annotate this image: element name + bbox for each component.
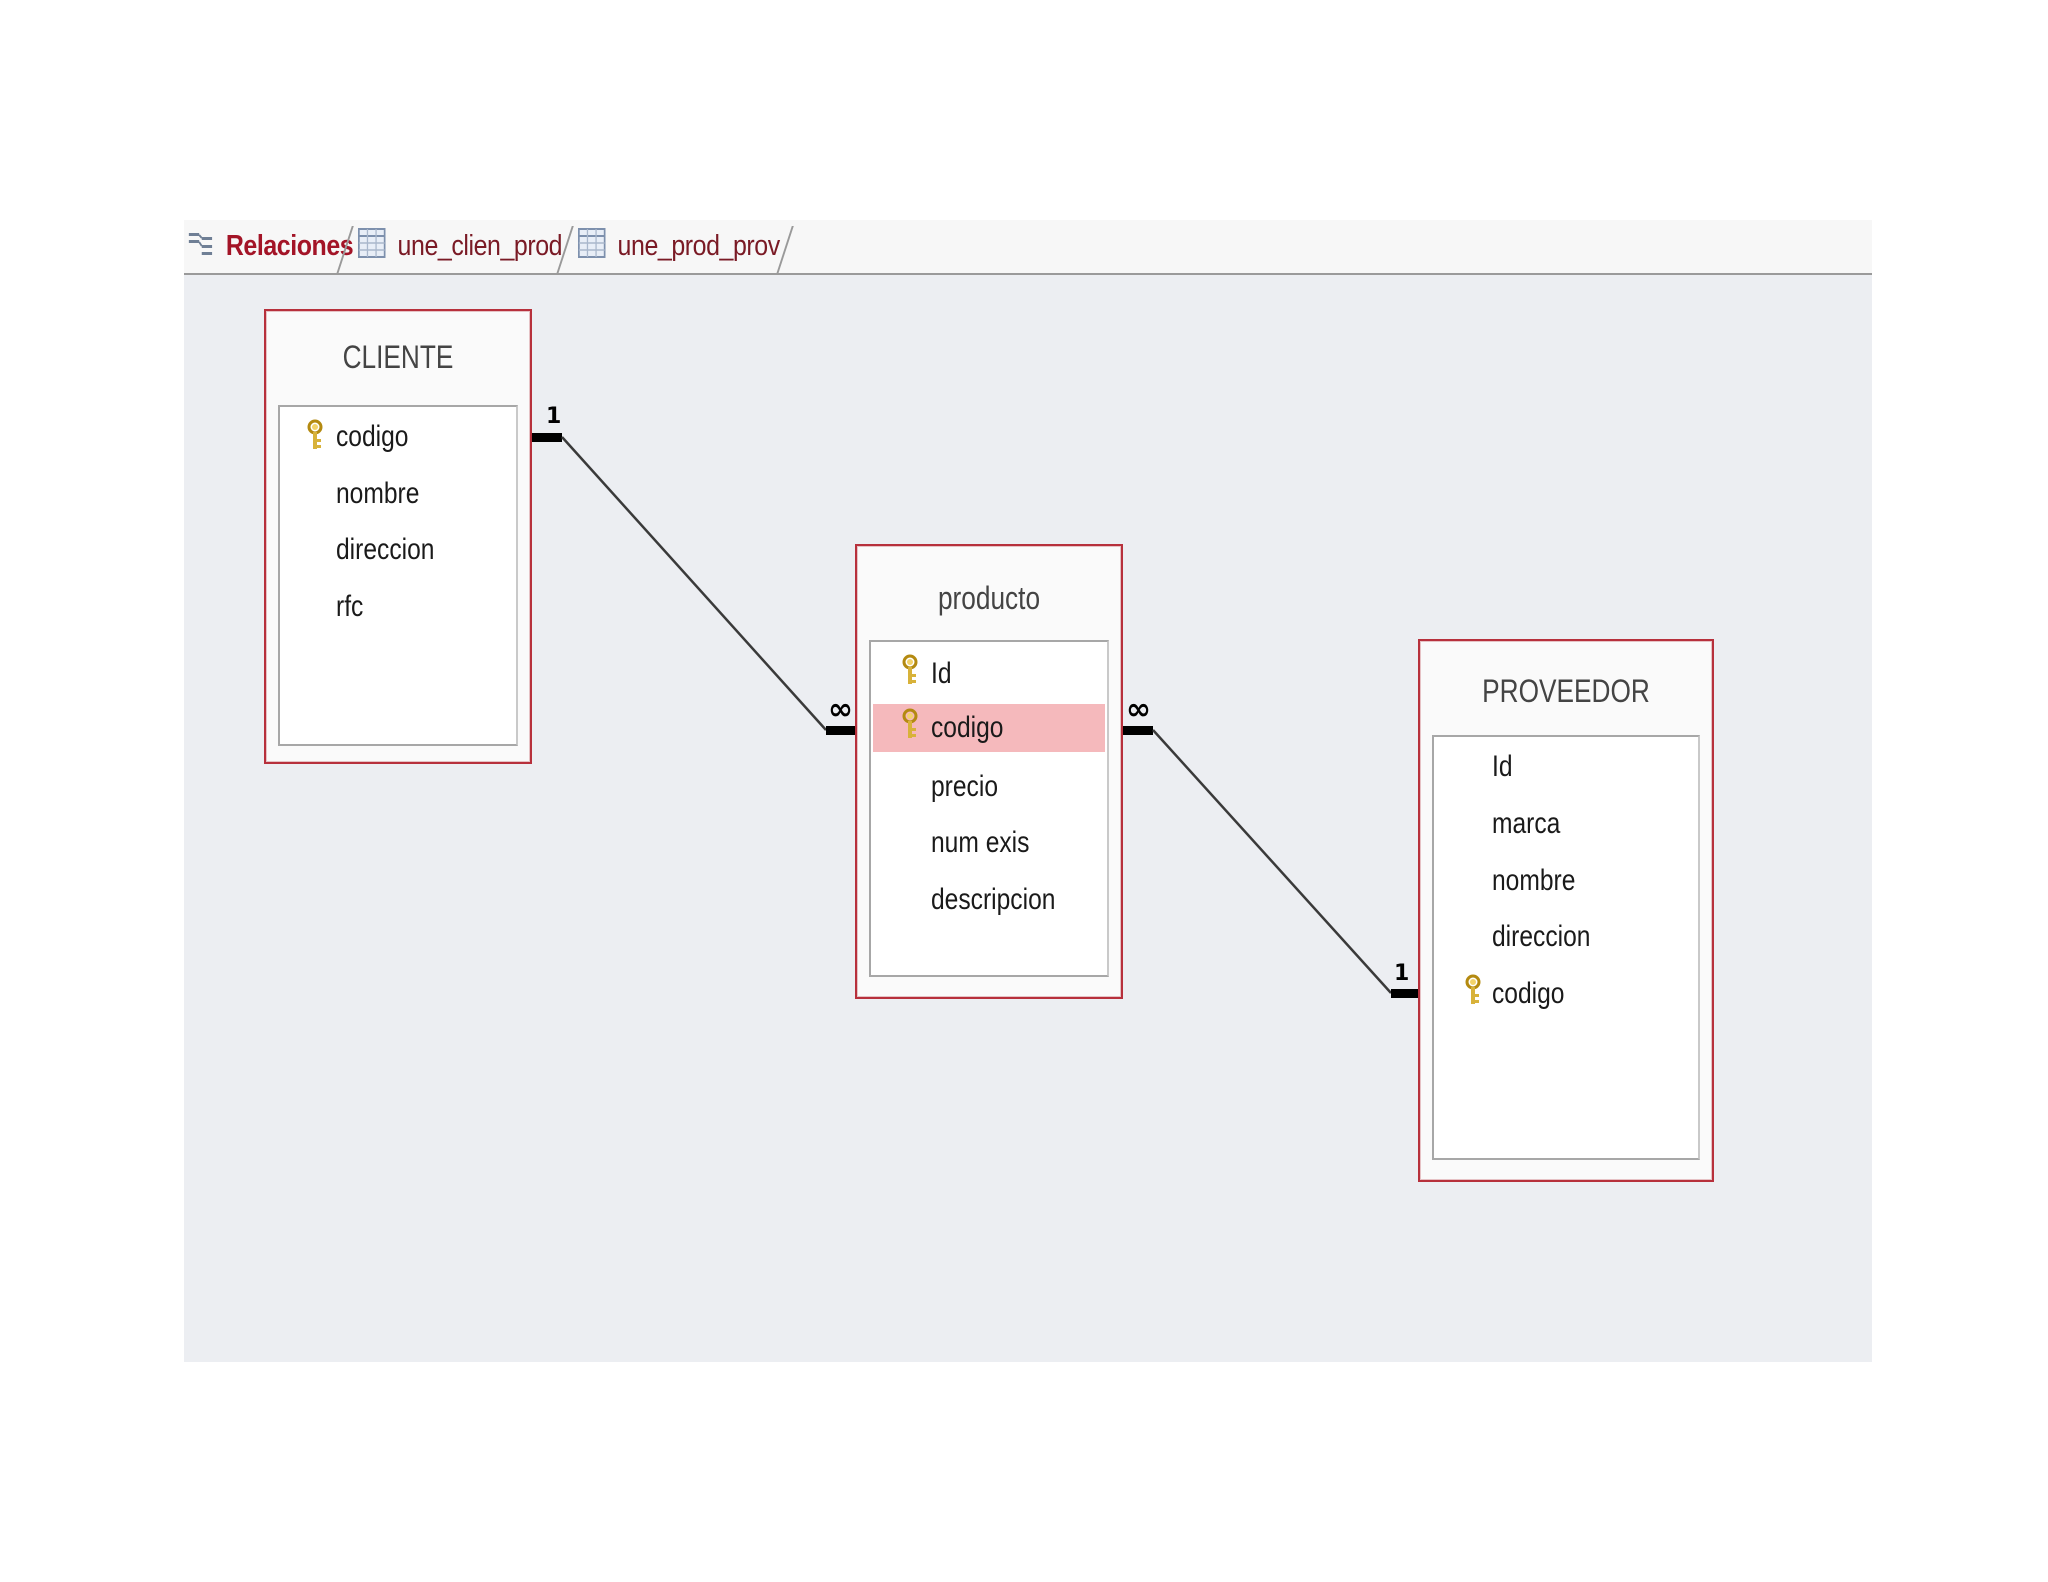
relationship-cliente-producto[interactable]: 1 ∞ (532, 404, 856, 735)
field-label: descripcion (931, 883, 1056, 916)
field-codigo[interactable]: codigo (280, 413, 516, 461)
field-label: precio (931, 770, 999, 803)
primary-key-icon (1464, 974, 1482, 1013)
field-label: num exis (931, 826, 1030, 859)
field-label: Id (1492, 750, 1513, 783)
field-label: direccion (336, 533, 435, 566)
table-title: CLIENTE (342, 339, 454, 375)
relationship-producto-proveedor[interactable]: ∞ 1 (1123, 692, 1421, 998)
field-rfc[interactable]: rfc (280, 583, 516, 631)
table-producto[interactable]: producto Id codigo precio num exis (855, 544, 1123, 999)
tab-label: une_clien_prod (397, 230, 563, 262)
primary-key-icon (901, 708, 919, 747)
field-list[interactable]: Id codigo precio num exis descripcion (869, 640, 1109, 977)
field-precio[interactable]: precio (871, 763, 1107, 811)
tab-une-prod-prov[interactable]: une_prod_prov (578, 220, 780, 273)
field-label: rfc (336, 590, 364, 623)
field-label: codigo (931, 711, 1004, 744)
field-marca[interactable]: marca (1434, 800, 1698, 848)
field-nombre[interactable]: nombre (1434, 857, 1698, 905)
cardinality-many: ∞ (1126, 692, 1151, 727)
field-descripcion[interactable]: descripcion (871, 876, 1107, 924)
field-num-exis[interactable]: num exis (871, 819, 1107, 867)
cardinality-one: 1 (546, 404, 561, 429)
tab-label: Relaciones (225, 230, 354, 262)
document-tab-strip: Relaciones une_clien_prod (184, 220, 1872, 275)
field-id[interactable]: Id (871, 650, 1107, 698)
table-icon (358, 227, 386, 266)
field-nombre[interactable]: nombre (280, 470, 516, 518)
field-label: nombre (336, 477, 420, 510)
table-cliente[interactable]: CLIENTE codigo nombre direccion rfc (264, 309, 532, 764)
table-title: producto (937, 580, 1041, 616)
cardinality-one: 1 (1394, 961, 1409, 986)
field-direccion[interactable]: direccion (280, 526, 516, 574)
table-icon (578, 227, 606, 266)
primary-key-icon (306, 419, 324, 458)
field-list[interactable]: Id marca nombre direccion codigo (1432, 735, 1700, 1160)
field-label: codigo (336, 420, 409, 453)
table-proveedor[interactable]: PROVEEDOR Id marca nombre direccion codi… (1418, 639, 1714, 1182)
table-title: PROVEEDOR (1482, 673, 1650, 709)
field-label: codigo (1492, 977, 1565, 1010)
field-list[interactable]: codigo nombre direccion rfc (278, 405, 518, 746)
tab-relaciones[interactable]: Relaciones (188, 220, 354, 273)
field-codigo[interactable]: codigo (1434, 970, 1698, 1018)
field-label: direccion (1492, 920, 1591, 953)
cardinality-many: ∞ (828, 692, 853, 727)
primary-key-icon (901, 654, 919, 693)
tab-une-clien-prod[interactable]: une_clien_prod (358, 220, 563, 273)
field-label: Id (931, 657, 952, 690)
field-label: marca (1492, 807, 1561, 840)
field-direccion[interactable]: direccion (1434, 913, 1698, 961)
field-codigo[interactable]: codigo (873, 704, 1105, 752)
relationships-icon (188, 227, 214, 267)
field-label: nombre (1492, 864, 1576, 897)
tab-label: une_prod_prov (617, 230, 781, 262)
field-id[interactable]: Id (1434, 743, 1698, 791)
